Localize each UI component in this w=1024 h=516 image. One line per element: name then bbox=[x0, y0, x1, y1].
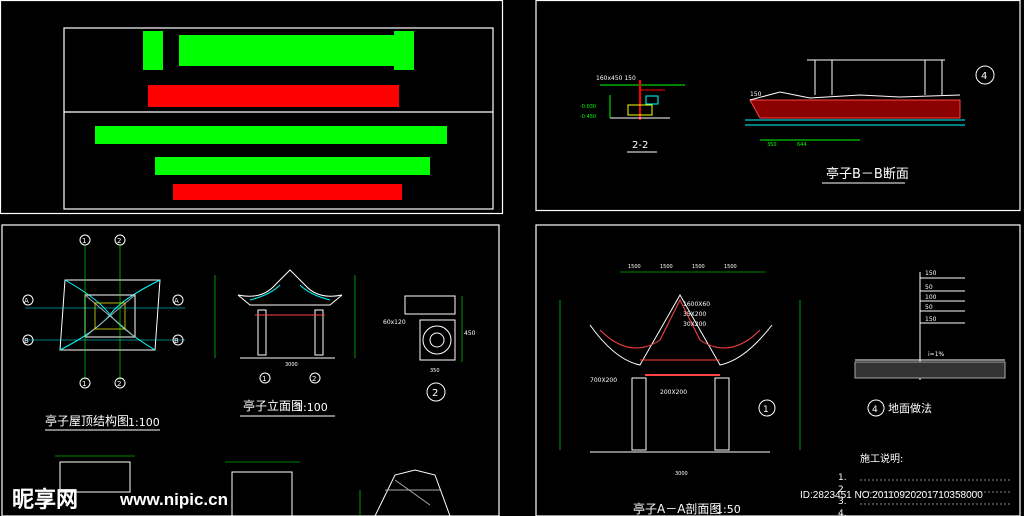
roof-plan-axis-left-a: A bbox=[24, 297, 29, 305]
green-bar-top bbox=[179, 35, 401, 66]
floor-layer-5: 150 bbox=[925, 316, 937, 323]
detail-2-dim-a: 60x120 bbox=[383, 319, 406, 326]
front-elevation-scale: 1:100 bbox=[296, 401, 328, 414]
detail-2: 60x120 450 350 2 bbox=[383, 295, 476, 402]
section-aa-dim-2: 1500 bbox=[660, 264, 673, 270]
section-aa-label-2: 30X200 bbox=[683, 321, 706, 328]
detail-2-dim-b: 450 bbox=[464, 330, 476, 337]
green-bar-post-left bbox=[143, 31, 163, 70]
front-elevation-title: 亭子立面图 bbox=[243, 398, 303, 413]
section-aa-dim-4: 1500 bbox=[724, 264, 737, 270]
section-aa-dim-3: 1500 bbox=[692, 264, 705, 270]
legend-bars bbox=[95, 31, 447, 200]
section-bb: 350 644 150 4 亭子B－B断面 bbox=[745, 59, 995, 184]
section-aa-label-5: 200X200 bbox=[660, 389, 687, 396]
section-2-2-dim-b: -0.450 bbox=[580, 114, 596, 120]
section-aa-scale: 1:50 bbox=[716, 503, 741, 516]
notes-item-1: 1. bbox=[838, 473, 847, 483]
front-elevation: 3000 1 2 亭子立面图 1:100 bbox=[214, 269, 356, 417]
notes-item-2: 2. bbox=[838, 485, 847, 495]
red-bar-bottom bbox=[173, 184, 402, 200]
section-bb-grid-marker: 4 bbox=[981, 71, 987, 82]
section-2-2-label: 2-2 bbox=[632, 140, 648, 151]
notes-item-3: 3. bbox=[838, 497, 847, 507]
floor-layer-1: 150 bbox=[925, 270, 937, 277]
roof-plan-axis-top-2: 2 bbox=[117, 237, 121, 245]
section-aa-dim-bottom: 3000 bbox=[675, 471, 688, 477]
section-2-2-dim-a: -0.030 bbox=[580, 104, 596, 110]
section-aa-label-4: 700X200 bbox=[590, 377, 617, 384]
floor-detail-title: 地面做法 bbox=[888, 401, 932, 415]
red-bar-top bbox=[148, 85, 399, 107]
section-aa-dim-1: 1500 bbox=[628, 264, 641, 270]
watermark-id: ID:2823451 NO:20110920201710358000 bbox=[800, 490, 983, 501]
front-elevation-axis-1: 1 bbox=[262, 375, 266, 383]
frame-bottom-right bbox=[535, 224, 1021, 516]
front-elevation-dim: 3000 bbox=[285, 362, 298, 368]
roof-plan-axis-top-1: 1 bbox=[82, 237, 86, 245]
frame-bottom-left bbox=[1, 224, 500, 516]
frame-top-right bbox=[535, 0, 1021, 212]
section-aa: 1500 1500 1500 1500 1600X60 30X200 35X20… bbox=[559, 264, 801, 516]
section-bb-dim-b: 644 bbox=[797, 142, 807, 148]
notes-item-4: 4. bbox=[838, 509, 847, 516]
roof-plan-scale: 1:100 bbox=[128, 416, 160, 429]
section-bb-dim-c: 150 bbox=[750, 91, 762, 98]
floor-slope: i=1% bbox=[928, 351, 945, 358]
section-bb-dim-a: 350 bbox=[767, 142, 777, 148]
floor-detail: 150 50 100 50 150 i=1% 4 地面做法 bbox=[854, 270, 1006, 417]
section-aa-title: 亭子A－A剖面图 bbox=[633, 501, 721, 516]
frame-top-left bbox=[0, 0, 504, 215]
roof-plan-axis-right-a: A bbox=[174, 297, 179, 305]
section-aa-label-1: 1600X60 bbox=[683, 301, 710, 308]
watermark-brand: 昵享网 bbox=[12, 487, 79, 512]
roof-plan: 1 2 1 2 A B A B 亭子屋顶结构图 1:100 bbox=[22, 234, 185, 431]
roof-plan-axis-right-b: B bbox=[174, 337, 179, 345]
green-bar-post-right bbox=[394, 31, 414, 70]
floor-detail-marker: 4 bbox=[872, 405, 878, 415]
green-bar-mid bbox=[155, 157, 430, 175]
construction-notes: 施工说明: 1. 2. 3. 4. bbox=[838, 452, 1010, 516]
green-bar-wide bbox=[95, 126, 447, 144]
section-aa-label-3: 35X200 bbox=[683, 311, 706, 318]
roof-plan-axis-bottom-2: 2 bbox=[117, 380, 121, 388]
section-bb-title: 亭子B－B断面 bbox=[826, 166, 909, 182]
floor-layer-4: 50 bbox=[925, 304, 933, 311]
roof-plan-axis-left-b: B bbox=[24, 337, 29, 345]
section-2-2: 160x450 150 -0.030 -0.450 2-2 bbox=[580, 75, 685, 153]
floor-layer-2: 50 bbox=[925, 284, 933, 291]
roof-plan-title: 亭子屋顶结构图 bbox=[45, 413, 129, 428]
notes-heading: 施工说明: bbox=[860, 452, 903, 465]
lower-fragments bbox=[55, 455, 451, 516]
detail-2-dim-c: 350 bbox=[430, 368, 440, 374]
detail-2-marker: 2 bbox=[432, 388, 438, 399]
section-2-2-dim-top: 160x450 150 bbox=[596, 75, 636, 82]
watermark-url: www.nipic.cn bbox=[120, 490, 228, 509]
legend-box bbox=[63, 27, 494, 210]
section-aa-grid-marker: 1 bbox=[763, 405, 769, 415]
roof-plan-axis-bottom-1: 1 bbox=[82, 380, 86, 388]
front-elevation-axis-2: 2 bbox=[312, 375, 316, 383]
floor-layer-3: 100 bbox=[925, 294, 937, 301]
